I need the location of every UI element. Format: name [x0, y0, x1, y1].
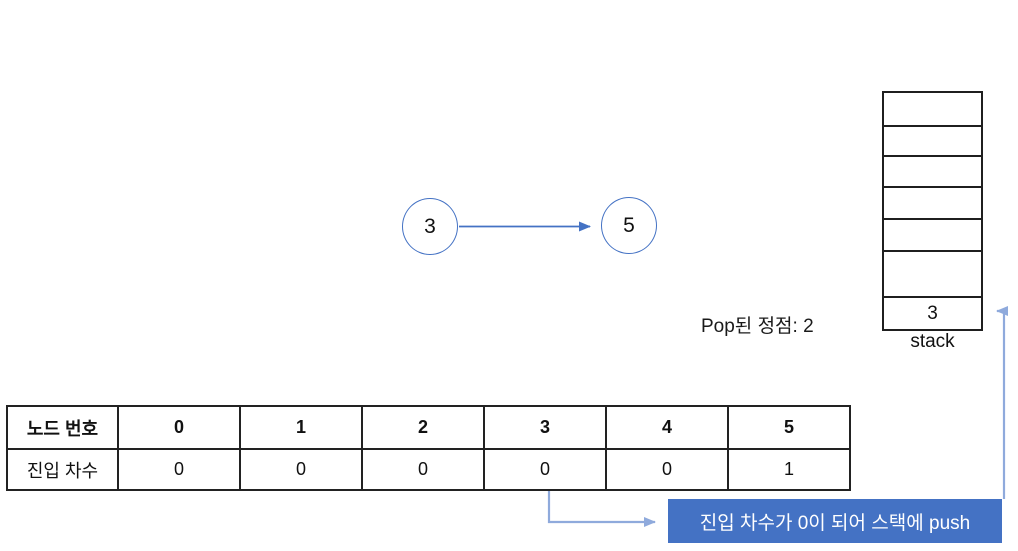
connector-table-to-callout-arrow [547, 490, 656, 527]
table-row-in-degrees: 진입 차수 0 0 0 0 0 1 [6, 448, 851, 491]
table-node-1: 1 [239, 405, 363, 450]
graph-node-3: 3 [402, 198, 458, 255]
popped-vertex-label: Pop된 정점: 2 [701, 316, 814, 337]
in-degree-table: 노드 번호 0 1 2 3 4 5 진입 차수 0 0 0 0 0 1 [6, 405, 851, 491]
stack-cell-3 [884, 186, 981, 218]
table-indegree-4: 0 [605, 448, 729, 491]
table-node-5: 5 [727, 405, 851, 450]
stack-cell-6: 3 [884, 296, 981, 329]
graph-node-3-label: 3 [424, 214, 436, 238]
table-indegree-2: 0 [361, 448, 485, 491]
push-callout-text: 진입 차수가 0이 되어 스택에 push [699, 512, 971, 534]
stack-cell-1 [884, 124, 981, 156]
table-node-4: 4 [605, 405, 729, 450]
stack-cell-4 [884, 217, 981, 250]
stack-cell-2 [884, 155, 981, 186]
table-indegree-5: 1 [727, 448, 851, 491]
table-row-node-numbers: 노드 번호 0 1 2 3 4 5 [6, 405, 851, 450]
table-node-0: 0 [117, 405, 241, 450]
table-header-in-degree: 진입 차수 [6, 448, 119, 491]
table-header-node-number: 노드 번호 [6, 405, 119, 450]
stack-cell-0 [884, 93, 981, 125]
table-node-3: 3 [483, 405, 607, 450]
table-indegree-1: 0 [239, 448, 363, 491]
stack: 3 [882, 91, 983, 331]
push-callout-box: 진입 차수가 0이 되어 스택에 push [668, 499, 1002, 543]
table-node-2: 2 [361, 405, 485, 450]
table-indegree-3: 0 [483, 448, 607, 491]
stack-caption: stack [910, 331, 955, 352]
graph-node-5-label: 5 [623, 213, 635, 237]
table-indegree-0: 0 [117, 448, 241, 491]
stack-cell-5 [884, 249, 981, 297]
graph-node-5: 5 [601, 197, 657, 254]
connector-callout-to-stack-arrow [996, 306, 1008, 499]
